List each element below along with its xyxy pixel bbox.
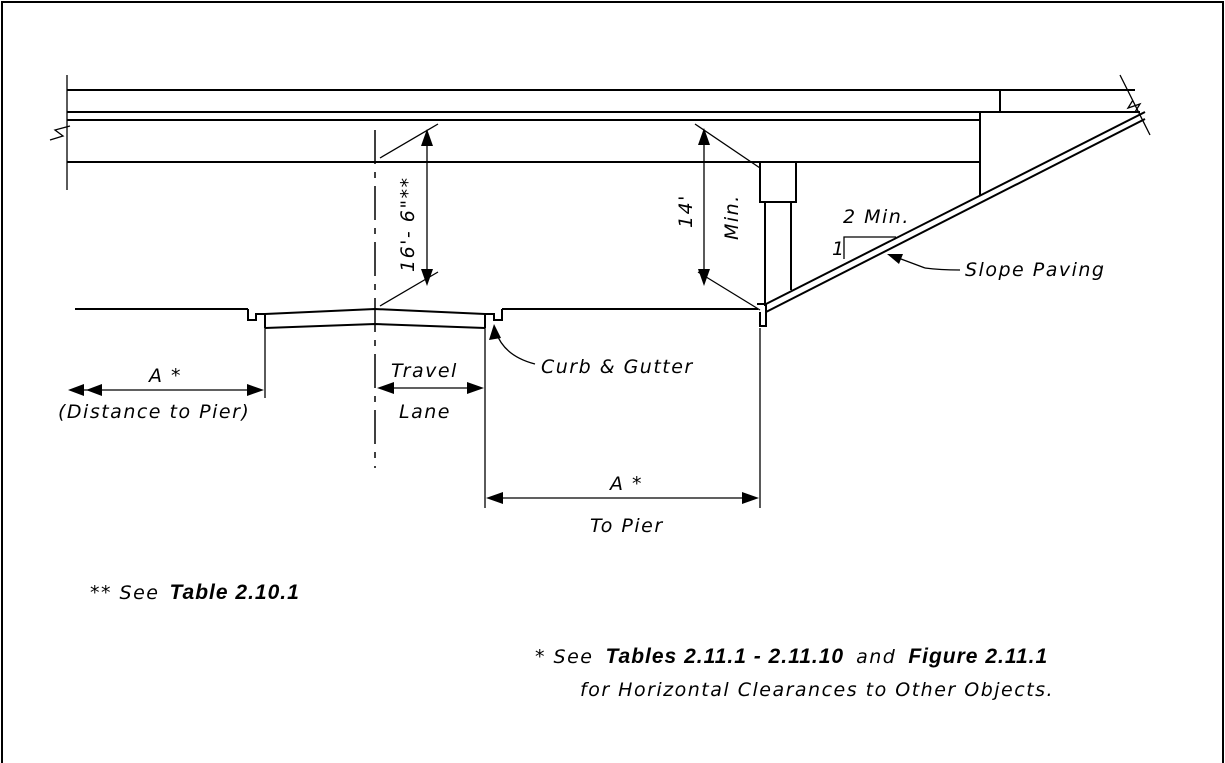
minimum-clearance-dimension: 14' Min. xyxy=(675,123,761,311)
minimum-clearance-suffix: Min. xyxy=(721,194,743,240)
curb-gutter-callout: Curb & Gutter xyxy=(489,324,694,378)
vertical-clearance-label: 16'- 6"** xyxy=(397,176,419,272)
note-vertical-clearance: ** See Table 2.10.1 xyxy=(90,581,300,604)
slope-ratio-rise: 1 xyxy=(832,238,846,260)
notes: ** See Table 2.10.1 * See Tables 2.11.1 … xyxy=(90,581,1054,701)
left-distance-value: A * xyxy=(147,365,182,387)
pier xyxy=(759,161,797,306)
travel-lane-dimension: Travel Lane xyxy=(377,328,486,423)
note-horizontal-clearance-line2: for Horizontal Clearances to Other Objec… xyxy=(580,679,1054,701)
slope-ratio-run: 2 Min. xyxy=(843,206,910,228)
right-distance-value: A * xyxy=(608,473,643,495)
right-distance-dimension: A * To Pier xyxy=(484,328,761,537)
bridge-superstructure xyxy=(49,74,1151,195)
slope-paving-label: Slope Paving xyxy=(965,259,1105,281)
slope-ratio: 2 Min. 1 xyxy=(832,206,910,260)
break-line-right xyxy=(1119,74,1151,136)
curb-gutter-label: Curb & Gutter xyxy=(541,356,694,378)
vertical-clearance-dimension: 16'- 6"** xyxy=(379,123,439,307)
break-line-left xyxy=(49,125,71,141)
minimum-clearance-value: 14' xyxy=(675,194,697,228)
travel-lane-label-line2: Lane xyxy=(399,401,451,423)
slope-paving-callout: Slope Paving xyxy=(887,254,1105,281)
roadway-section xyxy=(75,307,758,329)
left-distance-caption: (Distance to Pier) xyxy=(58,401,250,423)
travel-lane-label-line1: Travel xyxy=(391,360,458,382)
left-distance-dimension: A * (Distance to Pier) xyxy=(58,328,266,423)
note-horizontal-clearance: * See Tables 2.11.1 - 2.11.10 and Figure… xyxy=(535,645,1048,668)
right-distance-caption: To Pier xyxy=(590,515,664,537)
slope-paving xyxy=(757,111,1146,327)
